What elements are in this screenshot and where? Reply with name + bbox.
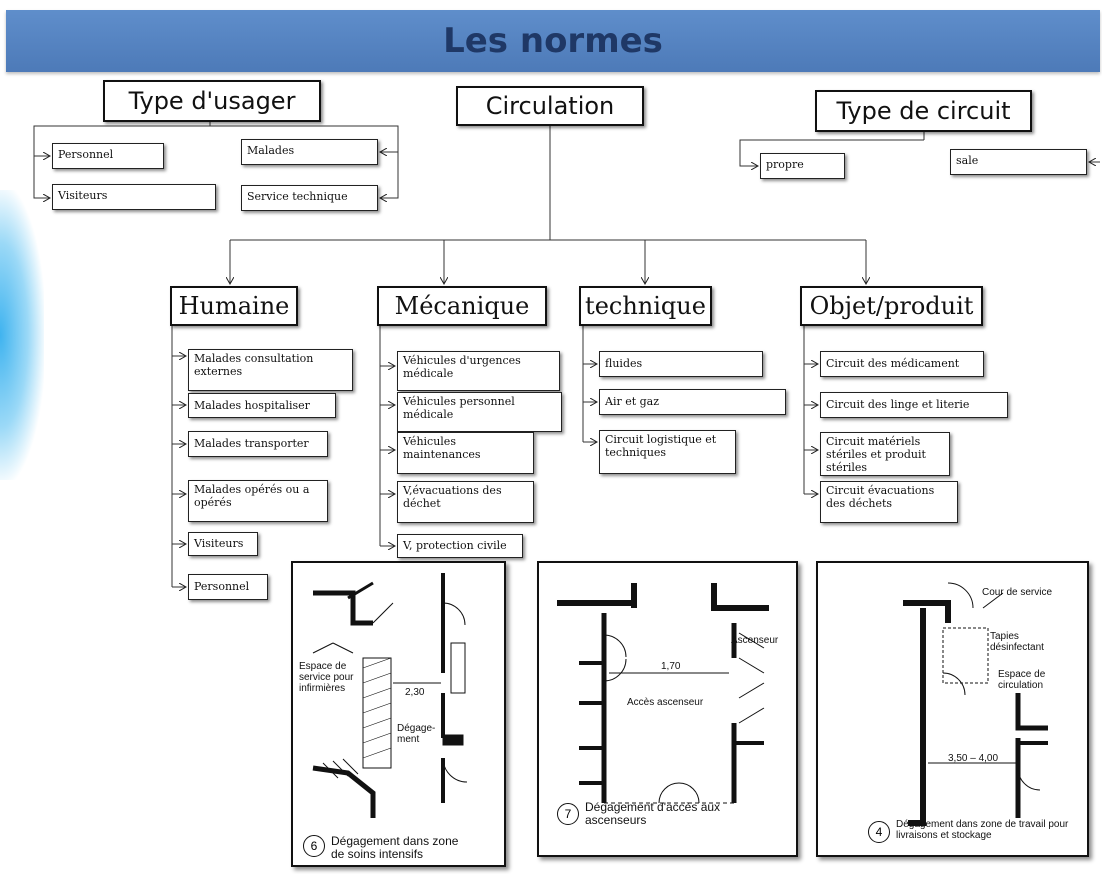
plan-label-degagement: Dégage-ment [397,723,436,745]
mecanique-item: Véhicules d'urgences médicale [397,351,560,391]
plan-number: 4 [868,821,890,843]
mecanique-item: Véhicules maintenances [397,432,534,474]
plan-caption: Dégagement dans zone de soins intensifs [331,834,459,861]
category-technique: technique [579,286,712,326]
usager-item-personnel: Personnel [52,143,164,169]
humaine-item: Malades transporter [188,431,328,457]
category-objet-produit: Objet/produit [800,286,983,326]
objet-item: Circuit des médicament [820,351,984,377]
category-mecanique: Mécanique [377,286,547,326]
usager-item-visiteurs: Visiteurs [52,184,216,210]
plan-label-ascenseur: Ascenseur [731,635,779,646]
plan-number: 6 [303,835,325,857]
humaine-item: Personnel [188,574,268,600]
plan-label-acces: Accès ascenseur [627,697,704,708]
plan-label-espace: Espace de circulation [998,669,1046,691]
plan-caption: Dégagement dans zone de travail pour liv… [896,819,1069,841]
type-circuit-box: Type de circuit [815,90,1032,132]
technique-item: fluides [599,351,763,377]
plan-label-cour: Cour de service [982,587,1053,598]
technique-item: Air et gaz [599,389,786,415]
humaine-item: Malades hospitaliser [188,393,336,418]
objet-item: Circuit matériels stériles et produit st… [820,432,950,476]
technique-item: Circuit logistique et techniques [599,430,736,474]
category-humaine: Humaine [170,286,298,326]
mecanique-item: V, protection civile [397,534,523,558]
mecanique-item: V,évacuations des déchet [397,481,534,523]
floor-plan-drawing [312,573,468,818]
circuit-item-propre: propre [760,153,845,179]
humaine-item: Malades opérés ou a opérés [188,480,328,522]
plan-panel-ascenseurs: Ascenseur 1,70 Accès ascenseur 7 Dégagem… [537,561,798,857]
plan-label-dimension: 3,50 – 4,00 [948,753,999,764]
floor-plan-drawing [903,582,1048,826]
plan-number: 7 [557,803,579,825]
page-title: Les normes [443,21,663,61]
floor-plan-drawing [557,583,769,804]
circulation-box: Circulation [456,86,644,126]
plan-label-dimension: 1,70 [661,661,681,672]
objet-item: Circuit évacuations des déchets [820,481,958,523]
plan-panel-livraisons: Cour de service Tapies désinfectant Espa… [816,561,1089,857]
type-usager-box: Type d'usager [103,80,321,122]
title-bar: Les normes [6,10,1100,72]
plan-label-tapis: Tapies désinfectant [990,631,1044,653]
circuit-item-sale: sale [950,149,1087,175]
plan-label-espace-service: Espace de service pour infirmières [299,661,354,694]
humaine-item: Malades consultation externes [188,349,353,391]
usager-item-malades: Malades [241,139,378,165]
plan-caption: Dégagement d'accès aux ascenseurs [585,800,721,827]
mecanique-item: Véhicules personnel médicale [397,392,562,432]
objet-item: Circuit des linge et literie [820,392,1008,418]
decorative-glow [0,190,44,480]
plan-panel-soins-intensifs: Espace de service pour infirmières 2,30 … [291,561,506,867]
plan-label-dimension: 2,30 [405,687,425,698]
usager-item-service-technique: Service technique [241,185,378,211]
humaine-item: Visiteurs [188,532,258,556]
